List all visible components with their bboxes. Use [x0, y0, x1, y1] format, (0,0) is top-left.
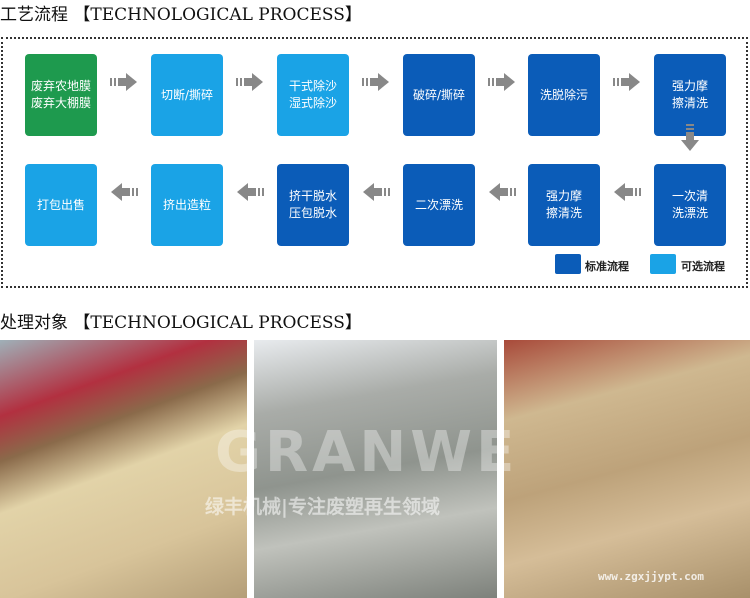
step-decontaminate: 洗脱除污	[528, 54, 600, 136]
step-waste-film: 废弃农地膜 废弃大棚膜	[25, 54, 97, 136]
legend-standard-label: 标准流程	[585, 260, 629, 273]
arrow-left-icon	[363, 183, 390, 201]
arrow-right-icon	[362, 73, 389, 91]
photo-farm-film	[0, 340, 247, 598]
step-cut-shred: 切断/撕碎	[151, 54, 223, 136]
arrow-left-icon	[111, 183, 138, 201]
step-first-rinse: 一次清 洗漂洗	[654, 164, 726, 246]
step-pack-sell: 打包出售	[25, 164, 97, 246]
arrow-right-icon	[110, 73, 137, 91]
watermark-brand: GRANWE	[215, 420, 519, 485]
photo-woven-bags	[254, 340, 497, 598]
arrow-right-icon	[488, 73, 515, 91]
photo-waste-plastic	[504, 340, 750, 598]
legend-optional-label: 可选流程	[681, 260, 725, 273]
arrow-right-icon	[613, 73, 640, 91]
process-frame	[1, 37, 748, 288]
step-dewater: 挤干脱水 压包脱水	[277, 164, 349, 246]
legend-standard-swatch	[555, 254, 581, 274]
section-title-process: 工艺流程 【TECHNOLOGICAL PROCESS】	[0, 5, 362, 25]
step-sand-removal: 干式除沙 湿式除沙	[277, 54, 349, 136]
step-friction-wash-2: 强力摩 擦清洗	[528, 164, 600, 246]
legend-optional-swatch	[650, 254, 676, 274]
arrow-left-icon	[489, 183, 516, 201]
arrow-left-icon	[237, 183, 264, 201]
arrow-left-icon	[614, 183, 641, 201]
step-pelletize: 挤出造粒	[151, 164, 223, 246]
section-title-materials: 处理对象 【TECHNOLOGICAL PROCESS】	[0, 313, 362, 333]
arrow-right-icon	[236, 73, 263, 91]
step-crush: 破碎/撕碎	[403, 54, 475, 136]
step-friction-wash-1: 强力摩 擦清洗	[654, 54, 726, 136]
step-second-rinse: 二次漂洗	[403, 164, 475, 246]
watermark-url: www.zgxjjypt.com	[598, 570, 704, 583]
watermark-slogan: 绿丰机械|专注废塑再生领域	[205, 496, 440, 518]
arrow-down-icon	[681, 124, 699, 151]
